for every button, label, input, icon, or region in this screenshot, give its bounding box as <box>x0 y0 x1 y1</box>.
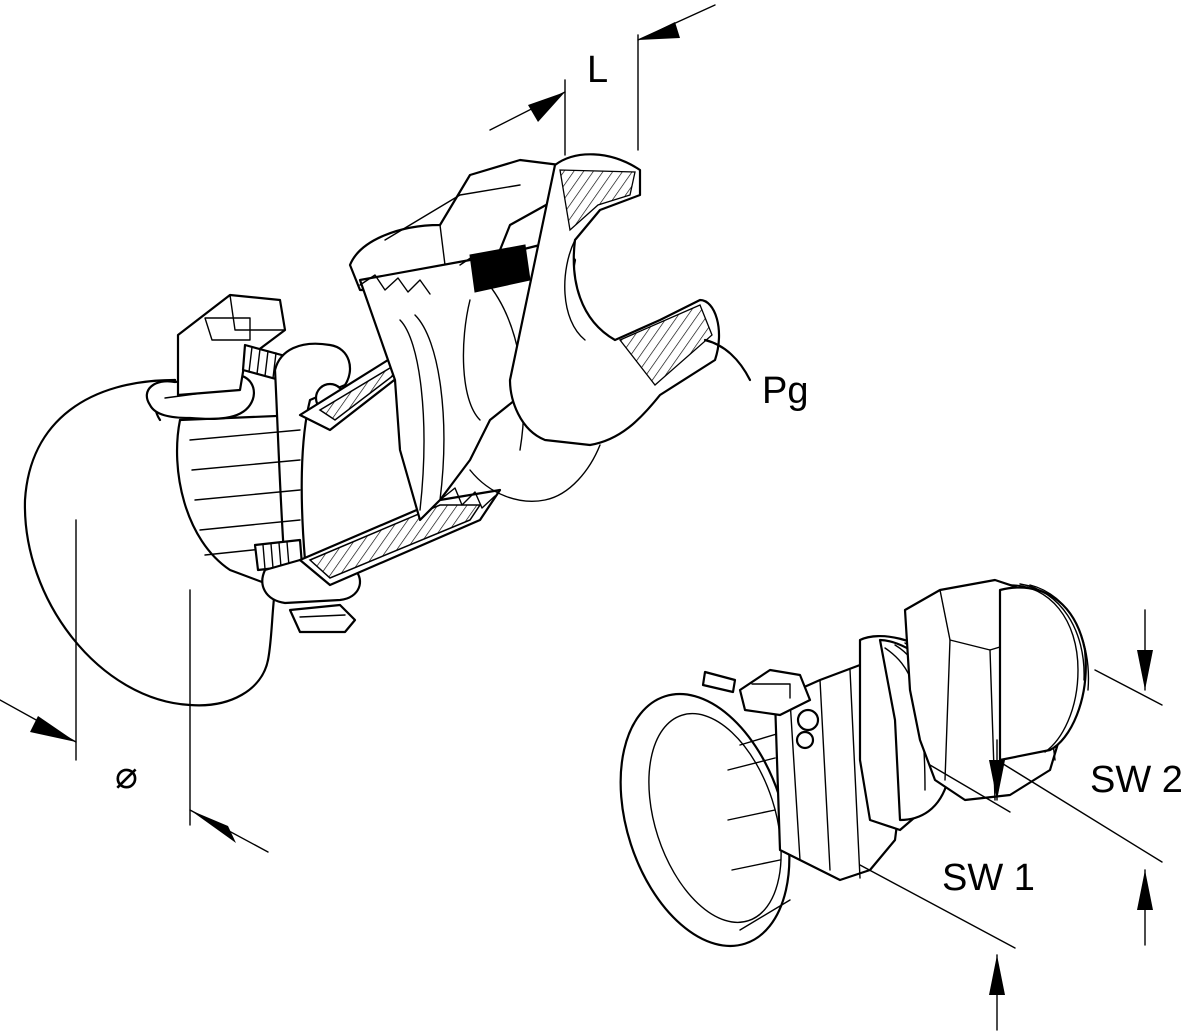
cutaway-fitting <box>23 153 752 707</box>
dimension-SW1: SW 1 <box>859 739 1035 1031</box>
label-thread: Pg <box>762 370 808 412</box>
dimension-diameter: ⌀ <box>0 519 269 853</box>
label-wrench-size-2: SW 2 <box>1090 759 1183 801</box>
label-thread-group: Pg <box>762 370 808 412</box>
dimension-L: L <box>489 4 716 156</box>
assembled-fitting <box>619 578 1090 948</box>
label-diameter: ⌀ <box>115 755 138 797</box>
dimension-SW2: SW 2 <box>999 609 1183 946</box>
label-length: L <box>587 49 608 91</box>
label-wrench-size-1: SW 1 <box>942 857 1035 899</box>
